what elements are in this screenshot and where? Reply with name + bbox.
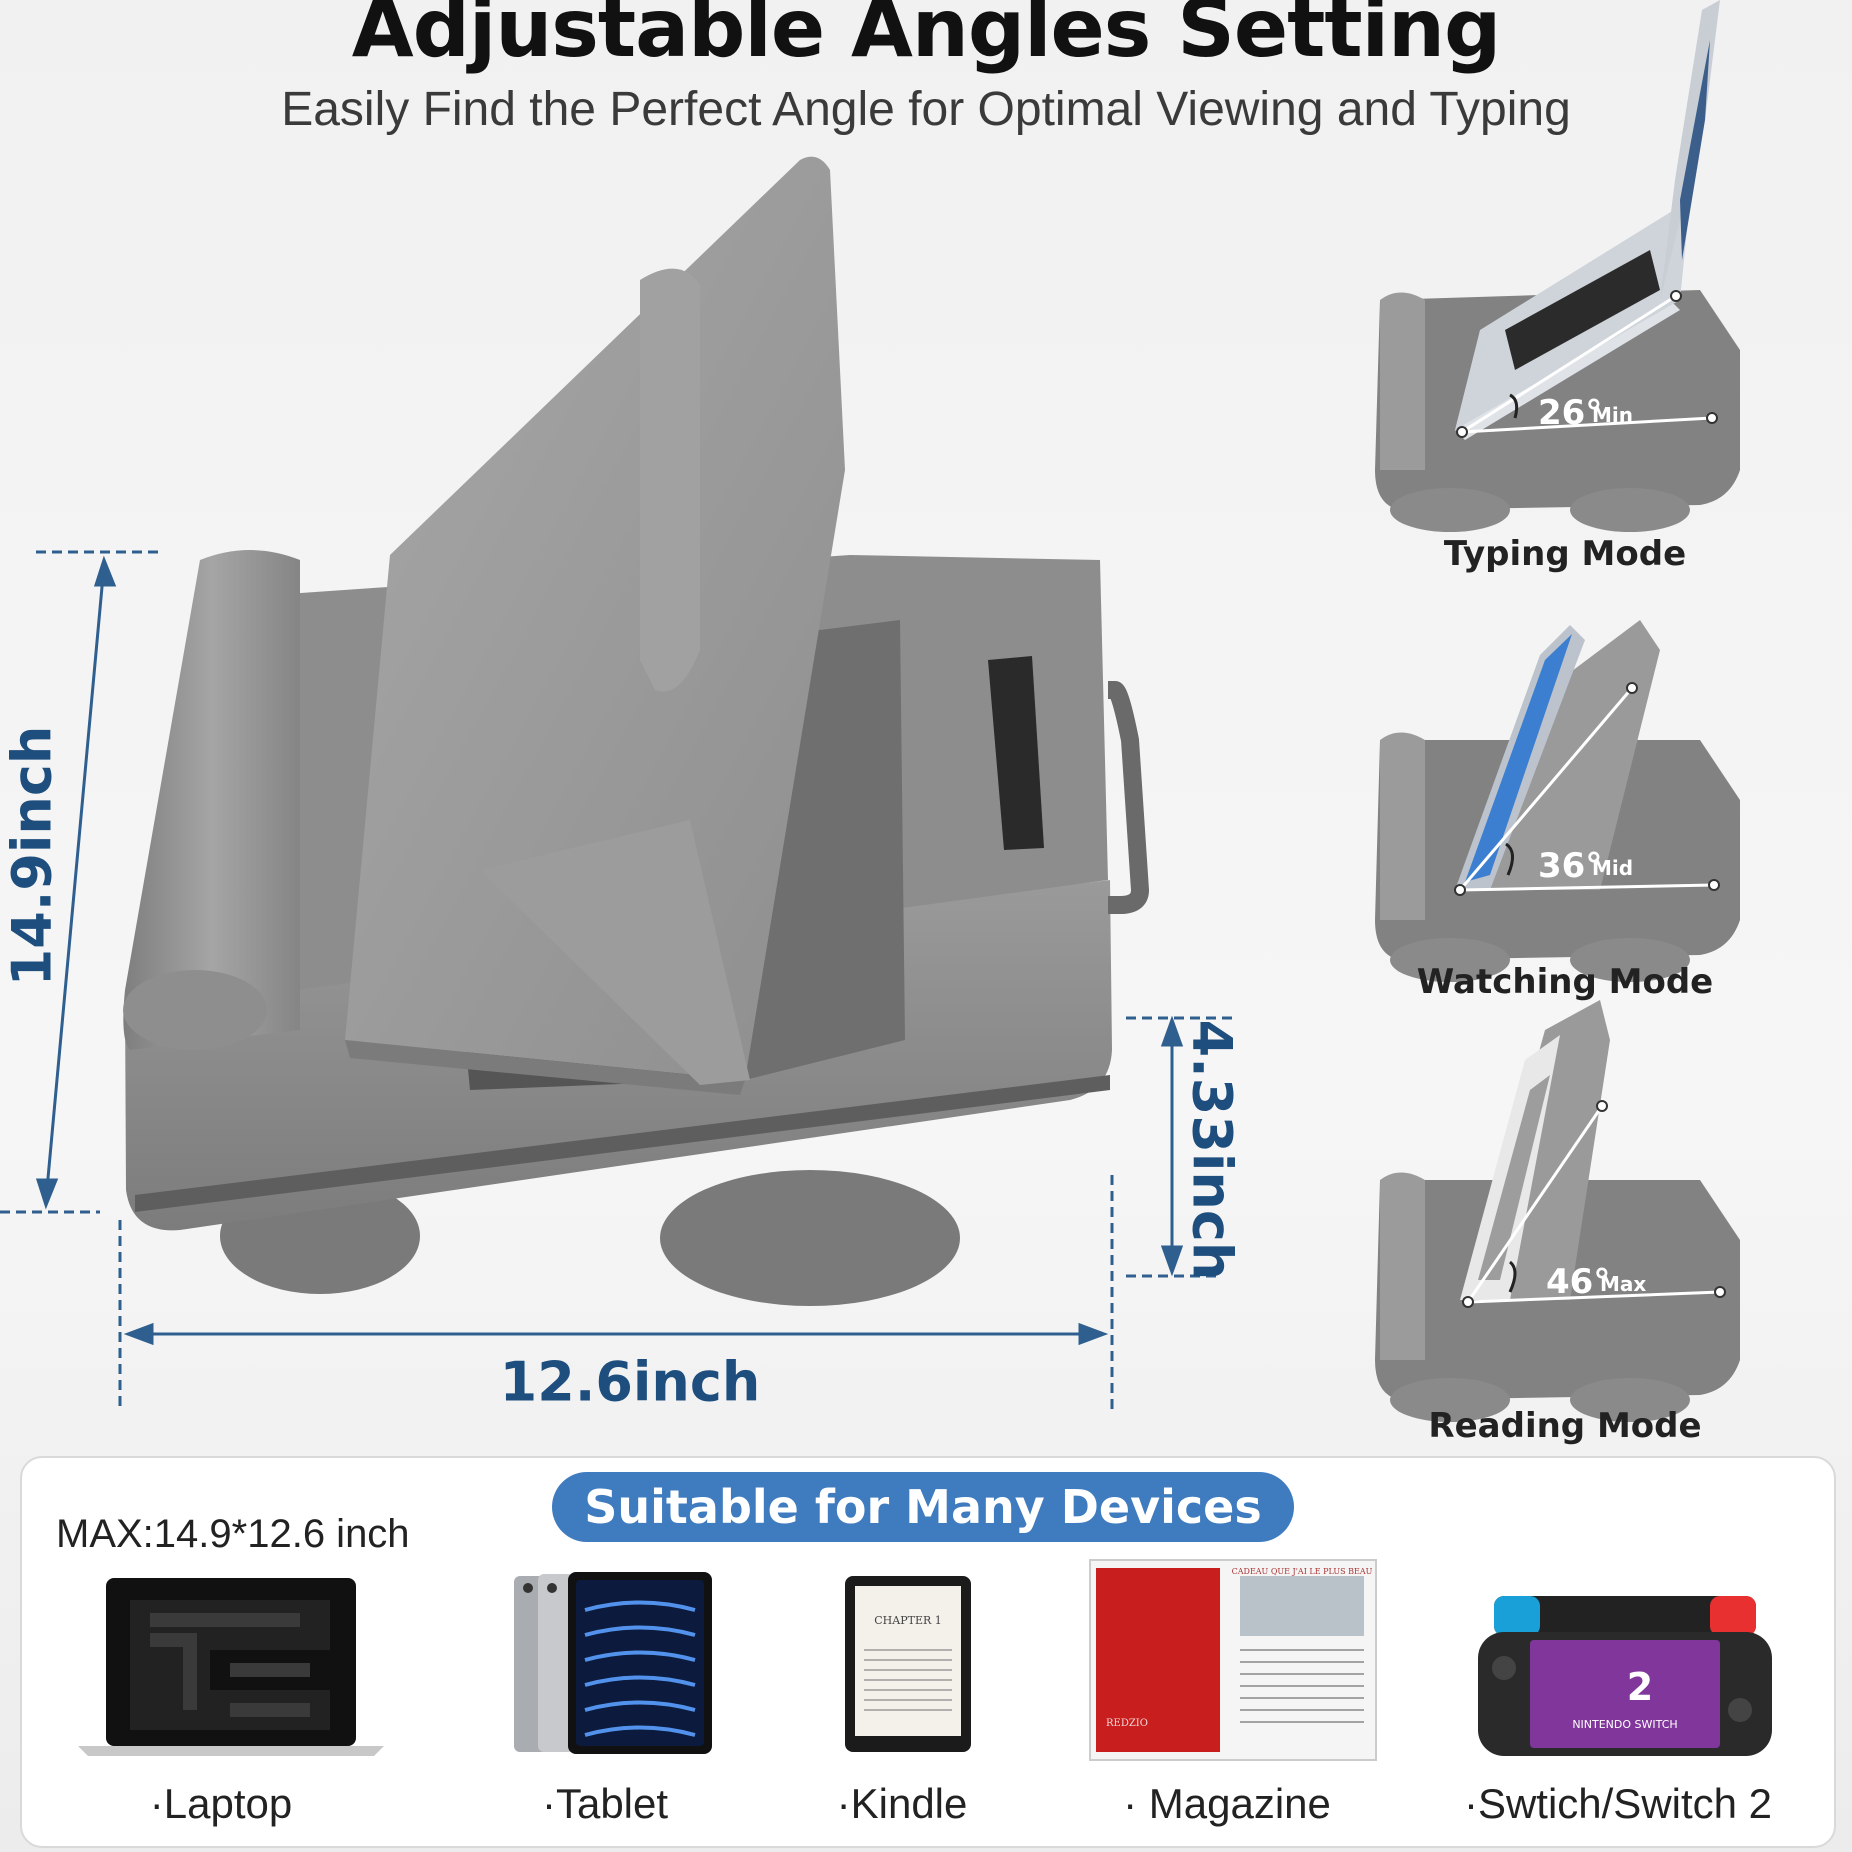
device-label-switch: ·Swtich/Switch 2 [1463,1780,1773,1827]
dimension-lines [0,550,1238,1410]
max-size-label: MAX:14.9*12.6 inch [56,1512,410,1556]
reading-angle-level: Max [1600,1272,1646,1296]
laptop-icon [78,1578,384,1756]
depth-dimension-label: 4.33inch [1180,1019,1244,1281]
height-dimension-label: 14.9inch [0,725,64,987]
magazine-brand: REDZIO [1106,1718,1148,1729]
reading-mode-label: Reading Mode [1428,1406,1702,1446]
tilted-board [345,156,845,1080]
switch-icon: 2 NINTENDO SWITCH [1478,1596,1772,1756]
magazine-headline: CADEAU QUE J'AI LE PLUS BEAU [1232,1567,1373,1576]
magazine-icon: CADEAU QUE J'AI LE PLUS BEAU REDZIO [1089,1559,1377,1761]
watching-mode-label: Watching Mode [1416,962,1714,1002]
main-stand-illustration [0,156,1238,1410]
device-label-laptop: ·Laptop [149,1780,293,1827]
mode-thumbnails: 26° Min 36° Mid [1375,0,1740,1422]
switch-badge: 2 [1627,1665,1653,1709]
typing-angle-level: Min [1592,403,1633,427]
foot-pad-right [660,1170,960,1306]
device-label-magazine: · Magazine [1123,1780,1331,1827]
kindle-chapter-text: CHAPTER 1 [874,1614,942,1627]
reading-angle-text: 46° [1546,1262,1610,1302]
tablet-icon [514,1572,712,1754]
board-lip [640,268,700,692]
reading-mode-thumbnail: 46° Max [1375,1000,1740,1422]
board-support [480,820,750,1085]
watching-angle-text: 36° [1538,846,1602,886]
device-images: CHAPTER 1 CADEAU QUE J'AI LE PLUS BEAU R… [78,1559,1772,1761]
devices-heading-pill: Suitable for Many Devices [552,1472,1294,1542]
velcro-strip [988,656,1044,850]
typing-mode-label: Typing Mode [1443,534,1687,574]
watching-angle-level: Mid [1592,856,1633,880]
width-dimension-label: 12.6inch [499,1350,761,1414]
device-label-kindle: ·Kindle [836,1780,968,1827]
typing-angle-text: 26° [1538,393,1602,433]
page-subtitle: Easily Find the Perfect Angle for Optima… [281,83,1571,136]
kindle-icon: CHAPTER 1 [845,1576,971,1752]
carry-handle [1108,681,1150,914]
page-title: Adjustable Angles Setting [351,0,1501,75]
watching-mode-thumbnail: 36° Mid [1375,620,1740,982]
typing-mode-thumbnail: 26° Min [1375,0,1740,532]
zipper-line [135,1075,1110,1212]
device-label-tablet: ·Tablet [541,1780,669,1827]
left-roll-pillow [123,550,300,1050]
switch-brand: NINTENDO SWITCH [1572,1718,1677,1731]
